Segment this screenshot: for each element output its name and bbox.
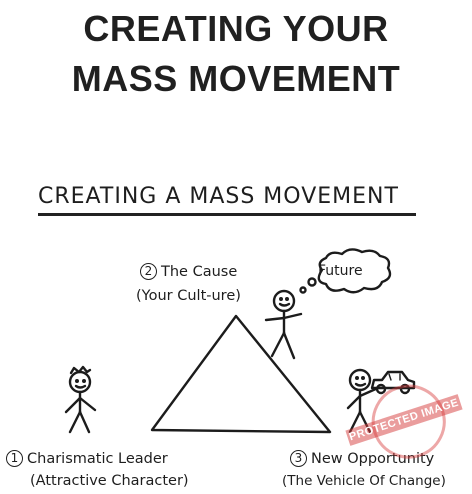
- diagram-subtitle: CREATING A MASS MOVEMENT: [38, 184, 399, 209]
- page-title-line-1: CREATING YOUR: [83, 8, 389, 49]
- opportunity-label-line-2: (The Vehicle Of Change): [282, 473, 446, 489]
- movement-triangle: [150, 314, 332, 434]
- cause-stick-figure: [264, 289, 303, 360]
- leader-stick-figure: [64, 365, 97, 434]
- vehicle-car-icon: [370, 370, 416, 395]
- opportunity-number: 3: [290, 450, 307, 467]
- leader-title: Charismatic Leader: [27, 451, 168, 467]
- cause-number: 2: [140, 263, 157, 280]
- thought-bubble-text: Future: [318, 263, 363, 279]
- leader-number: 1: [6, 450, 23, 467]
- future-thought-bubble: [299, 248, 392, 294]
- opportunity-title: New Opportunity: [311, 451, 435, 467]
- leader-label-line-2: (Attractive Character): [30, 473, 189, 489]
- subtitle-underline: [38, 213, 416, 216]
- page-title-line-2: MASS MOVEMENT: [71, 58, 401, 99]
- cause-label-line-2: (Your Cult-ure): [136, 288, 241, 304]
- cause-title: The Cause: [161, 264, 238, 280]
